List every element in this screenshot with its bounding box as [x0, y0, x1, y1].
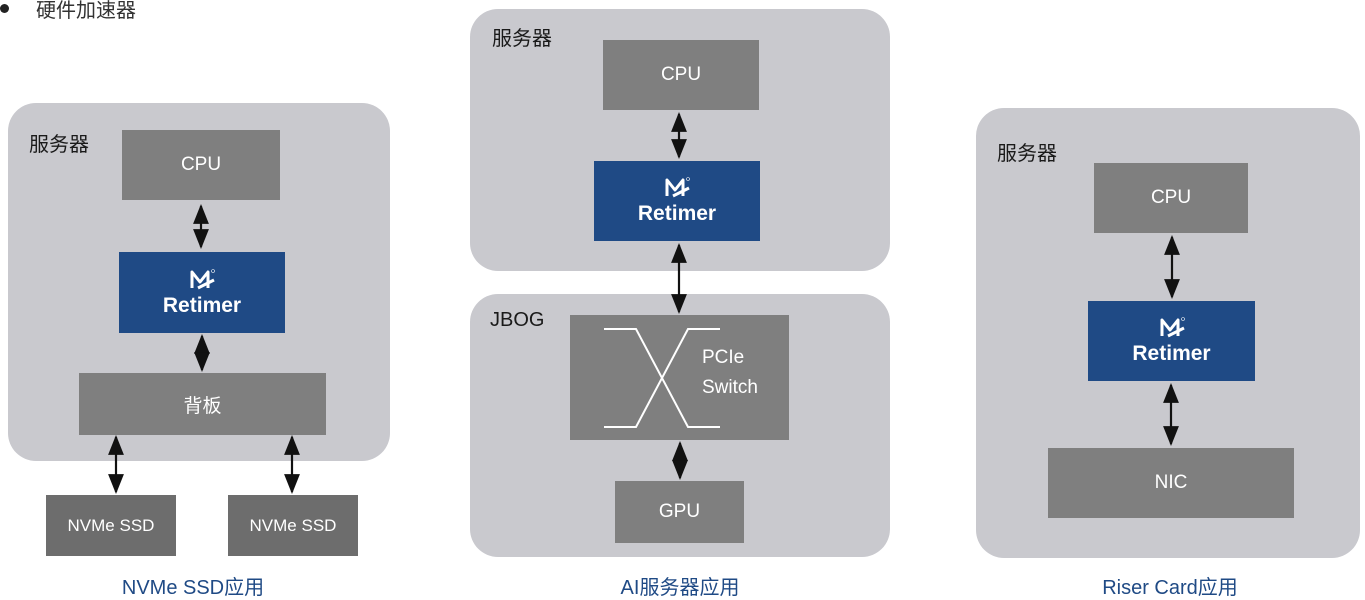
nvme-ssd-right: NVMe SSD — [228, 495, 358, 556]
montage-logo-icon — [190, 268, 215, 289]
switch-label: Switch — [702, 377, 758, 398]
retimer-label-ai: Retimer — [637, 202, 717, 225]
nvme-ssd-left: NVMe SSD — [46, 495, 176, 556]
retimer-label-riser: Retimer — [1132, 342, 1211, 365]
retimer-chip-nvme: Retimer — [119, 252, 285, 333]
montage-logo-icon — [1160, 317, 1185, 338]
pcie-switch-box: PCIe Switch — [570, 315, 789, 440]
montage-logo-icon — [665, 177, 690, 198]
cpu-box-riser: CPU — [1094, 163, 1248, 233]
gpu-box: GPU — [615, 481, 744, 543]
top-note: 硬件加速器 — [36, 0, 136, 22]
cpu-box-ai: CPU — [603, 40, 759, 110]
cpu-box-nvme: CPU — [122, 130, 280, 200]
caption-nvme: NVMe SSD应用 — [121, 577, 265, 599]
pcie-label: PCIe — [702, 347, 745, 368]
backplane-box: 背板 — [79, 373, 326, 435]
nic-box: NIC — [1048, 448, 1294, 518]
caption-riser: Riser Card应用 — [1102, 577, 1238, 599]
server-label-ai: 服务器 — [492, 28, 552, 50]
switch-icon — [604, 328, 720, 428]
server-label-nvme: 服务器 — [29, 134, 89, 156]
retimer-chip-ai: Retimer — [594, 161, 760, 241]
bullet-icon — [0, 4, 9, 13]
retimer-chip-riser: Retimer — [1088, 301, 1255, 381]
caption-ai: AI服务器应用 — [620, 577, 740, 599]
retimer-label-nvme: Retimer — [162, 293, 242, 317]
server-label-riser: 服务器 — [997, 143, 1057, 165]
jbog-label: JBOG — [490, 309, 545, 331]
